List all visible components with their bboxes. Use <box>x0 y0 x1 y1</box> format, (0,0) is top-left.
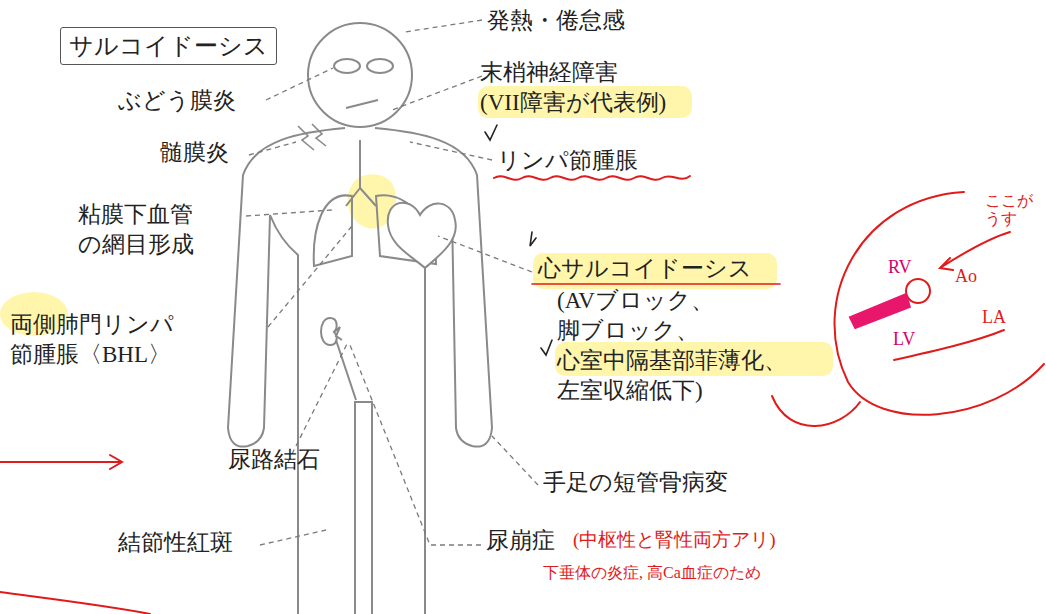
annotation-label: 尿路結石 <box>228 445 320 475</box>
annotation-label: LA <box>982 306 1006 329</box>
annotation-label: 髄膜炎 <box>160 138 229 168</box>
annotation-label: 尿崩症 <box>486 526 555 556</box>
annotation-label: (中枢性と腎性両方アリ) <box>573 528 776 553</box>
annotation-label: 発熱・倦怠感 <box>487 6 625 36</box>
thin-septum-mark <box>852 296 908 326</box>
handwritten-mark <box>0 176 1044 614</box>
annotation-label: RV <box>888 256 912 279</box>
annotation-label: 下垂体の炎症, 高Ca血症のため <box>543 563 761 584</box>
annotation-label: 心サルコイドーシス <box>538 254 752 284</box>
annotation-label: リンパ節腫脹 <box>497 146 638 176</box>
annotation-label: Ao <box>955 265 977 288</box>
annotation-label: 粘膜下血管 の網目形成 <box>78 200 194 260</box>
annotation-label: 末梢神経障害 (VII障害が代表例) <box>480 58 666 118</box>
title: サルコイドーシス <box>69 33 268 59</box>
annotation-label: 両側肺門リンパ 節腫脹〈BHL〉 <box>10 310 174 370</box>
annotation-label: ぶどう膜炎 <box>118 86 236 116</box>
annotation-label: 結節性紅斑 <box>118 528 233 558</box>
title-box: サルコイドーシス <box>60 27 277 65</box>
annotation-label: ここがうす <box>985 192 1035 229</box>
annotation-label: LV <box>893 328 915 351</box>
highlight <box>0 86 833 376</box>
annotation-label: 手足の短管骨病変 <box>543 468 728 498</box>
annotation-label: (AVブロック、 脚ブロック、 心室中隔基部菲薄化、 左室収縮低下) <box>557 286 787 406</box>
body-figure <box>228 23 492 614</box>
